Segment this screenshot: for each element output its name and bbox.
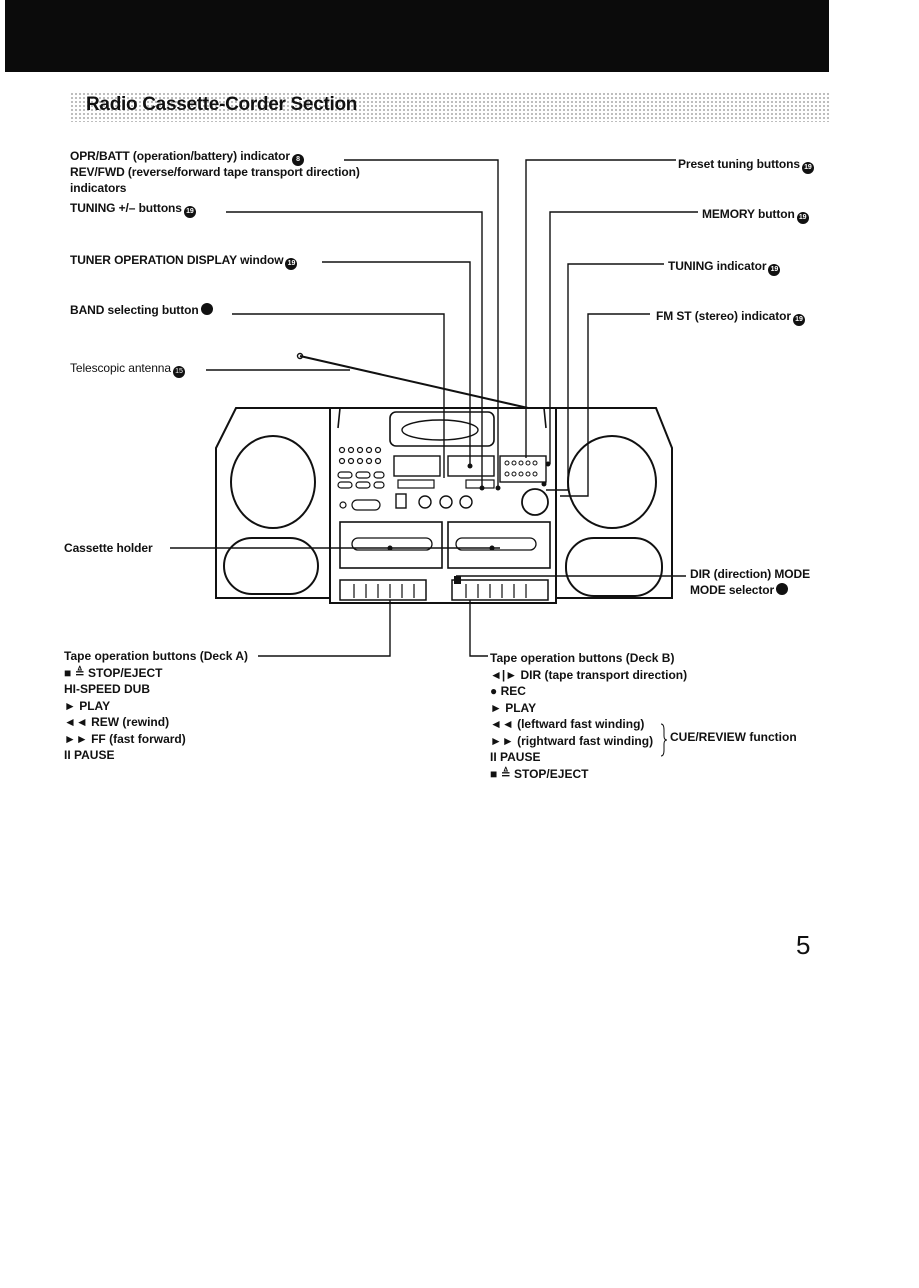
cassette-deck-a: [339, 521, 443, 569]
deck-b-item: ● REC: [490, 684, 526, 698]
callout-indicators: indicators: [70, 181, 127, 195]
deck-b-keys: [451, 579, 549, 601]
ref-circle-icon: 19: [796, 212, 809, 224]
deck-b-item: ■ ≜ STOP/EJECT: [490, 766, 589, 781]
deck-b-item: II PAUSE: [490, 750, 541, 764]
callout-memory-button-text: MEMORY button: [702, 207, 795, 221]
tuner-display: [393, 455, 441, 477]
deck-a-item: ►► FF (fast forward): [64, 731, 186, 746]
deck-a-item: II PAUSE: [64, 748, 115, 762]
carry-handle: [337, 407, 547, 429]
tuning-dial: [521, 488, 549, 516]
callout-fm-st-text: FM ST (stereo) indicator: [656, 309, 791, 323]
deck-a-item: ► PLAY: [64, 698, 111, 713]
deck-b-item: ◄◄ (leftward fast winding): [490, 717, 645, 731]
deck-b-list: Tape operation buttons (Deck B) ◄|► DIR …: [490, 650, 687, 782]
cassette-deck-b: [447, 521, 551, 569]
ref-circle-icon: 19: [801, 162, 814, 174]
callout-mode-selector-text: MODE selector: [690, 583, 775, 597]
callout-mode-selector: MODE selector: [690, 582, 789, 598]
callout-tuner-display-text: TUNER OPERATION DISPLAY window: [70, 253, 284, 267]
cue-review-note: CUE/REVIEW function: [670, 730, 797, 744]
deck-b-item: ►► (rightward fast winding): [490, 733, 654, 748]
deck-a-item: ■ ≜ STOP/EJECT: [64, 665, 163, 680]
callout-band-button: BAND selecting button: [70, 302, 213, 318]
callout-opr-batt-text: OPR/BATT (operation/battery) indicator: [70, 149, 290, 163]
deck-a-list: Tape operation buttons (Deck A) ■ ≜ STOP…: [64, 648, 248, 764]
deck-a-keys: [339, 579, 427, 601]
callout-antenna-text: Telescopic antenna: [70, 361, 171, 375]
deck-a-heading: Tape operation buttons (Deck A): [64, 649, 249, 663]
ref-circle-icon: [776, 583, 789, 595]
ref-circle-icon: [200, 303, 213, 315]
preset-buttons-panel: [499, 455, 547, 483]
cd-lid: [389, 411, 495, 447]
cd-display: [447, 455, 495, 477]
callout-band-button-text: BAND selecting button: [70, 303, 199, 317]
section-title: Radio Cassette-Corder Section: [86, 94, 358, 115]
ref-circle-icon: 19: [183, 206, 196, 218]
deck-b-heading: Tape operation buttons (Deck B): [490, 651, 675, 665]
left-speaker-housing: [215, 407, 331, 599]
right-port: [565, 537, 663, 597]
left-button-cluster: [337, 446, 385, 511]
page-header-bar: [5, 0, 829, 72]
deck-a-item: ◄◄ REW (rewind): [64, 715, 170, 729]
ref-circle-icon: 19: [792, 314, 805, 326]
ref-circle-icon: 15: [172, 366, 185, 378]
callout-preset-buttons-text: Preset tuning buttons: [678, 157, 800, 171]
ref-circle-icon: 19: [768, 264, 781, 276]
deck-b-item: ◄|► DIR (tape transport direction): [490, 667, 688, 682]
callout-cassette-holder: Cassette holder: [64, 541, 153, 555]
callout-tuning-indicator-text: TUNING indicator: [668, 259, 767, 273]
telescopic-antenna: [299, 355, 529, 409]
callout-rev-fwd: REV/FWD (reverse/forward tape transport …: [70, 165, 360, 179]
page-number: 5: [796, 930, 811, 960]
deck-a-item: HI-SPEED DUB: [64, 682, 151, 696]
title-dot-band: [70, 92, 830, 122]
ref-circle-icon: 8: [292, 154, 304, 166]
cd-lid-window: [401, 419, 479, 441]
left-woofer: [230, 435, 316, 529]
left-port: [223, 537, 319, 595]
ref-circle-icon: 19: [285, 258, 298, 270]
deck-b-item: ► PLAY: [490, 700, 537, 715]
callout-tuning-buttons-text: TUNING +/– buttons: [70, 201, 182, 215]
callout-dir-mode: DIR (direction) MODE: [690, 567, 810, 581]
